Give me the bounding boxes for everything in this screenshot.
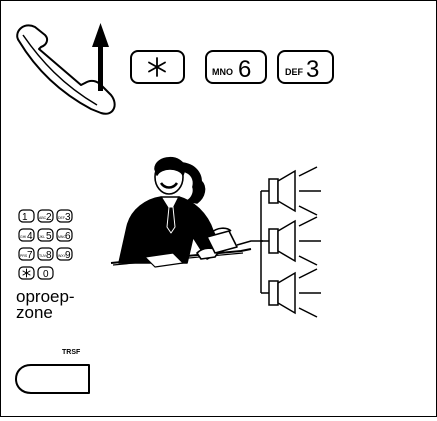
- keypad-key-star: [19, 267, 34, 279]
- svg-text:0: 0: [43, 269, 49, 280]
- svg-text:2: 2: [46, 212, 52, 223]
- zone-label-line2: zone: [16, 305, 96, 321]
- dial-key-star: [131, 51, 184, 83]
- speaker-icon: [261, 167, 321, 215]
- dial-key-3: DEF 3: [278, 51, 333, 83]
- key-letters: DEF: [285, 67, 304, 77]
- dial-key-6: MNO 6: [206, 51, 266, 83]
- svg-text:DEF: DEF: [58, 216, 65, 220]
- key-letters: MNO: [212, 67, 233, 77]
- svg-text:3: 3: [65, 212, 71, 223]
- svg-text:7: 7: [27, 250, 33, 261]
- svg-text:4: 4: [27, 231, 33, 242]
- key-digit: 6: [238, 56, 251, 83]
- trsf-label: TRSF: [62, 349, 81, 356]
- svg-text:8: 8: [46, 250, 52, 261]
- zone-label: oproep- zone: [16, 289, 96, 321]
- person-on-phone-icon: [111, 158, 263, 267]
- speaker-icon: [261, 269, 321, 317]
- svg-text:1: 1: [22, 212, 28, 223]
- svg-text:5: 5: [46, 231, 52, 242]
- speaker-icon: [261, 217, 321, 265]
- key-digit: 3: [306, 56, 319, 83]
- svg-text:9: 9: [65, 250, 71, 261]
- keypad-key-0: 0: [38, 267, 53, 280]
- svg-text:JKL: JKL: [39, 235, 45, 239]
- trsf-key: TRSF: [16, 349, 89, 393]
- loudspeaker-array: [261, 167, 321, 317]
- svg-text:GHI: GHI: [20, 235, 26, 239]
- svg-text:6: 6: [65, 231, 71, 242]
- keypad-key-1: 1: [19, 210, 34, 223]
